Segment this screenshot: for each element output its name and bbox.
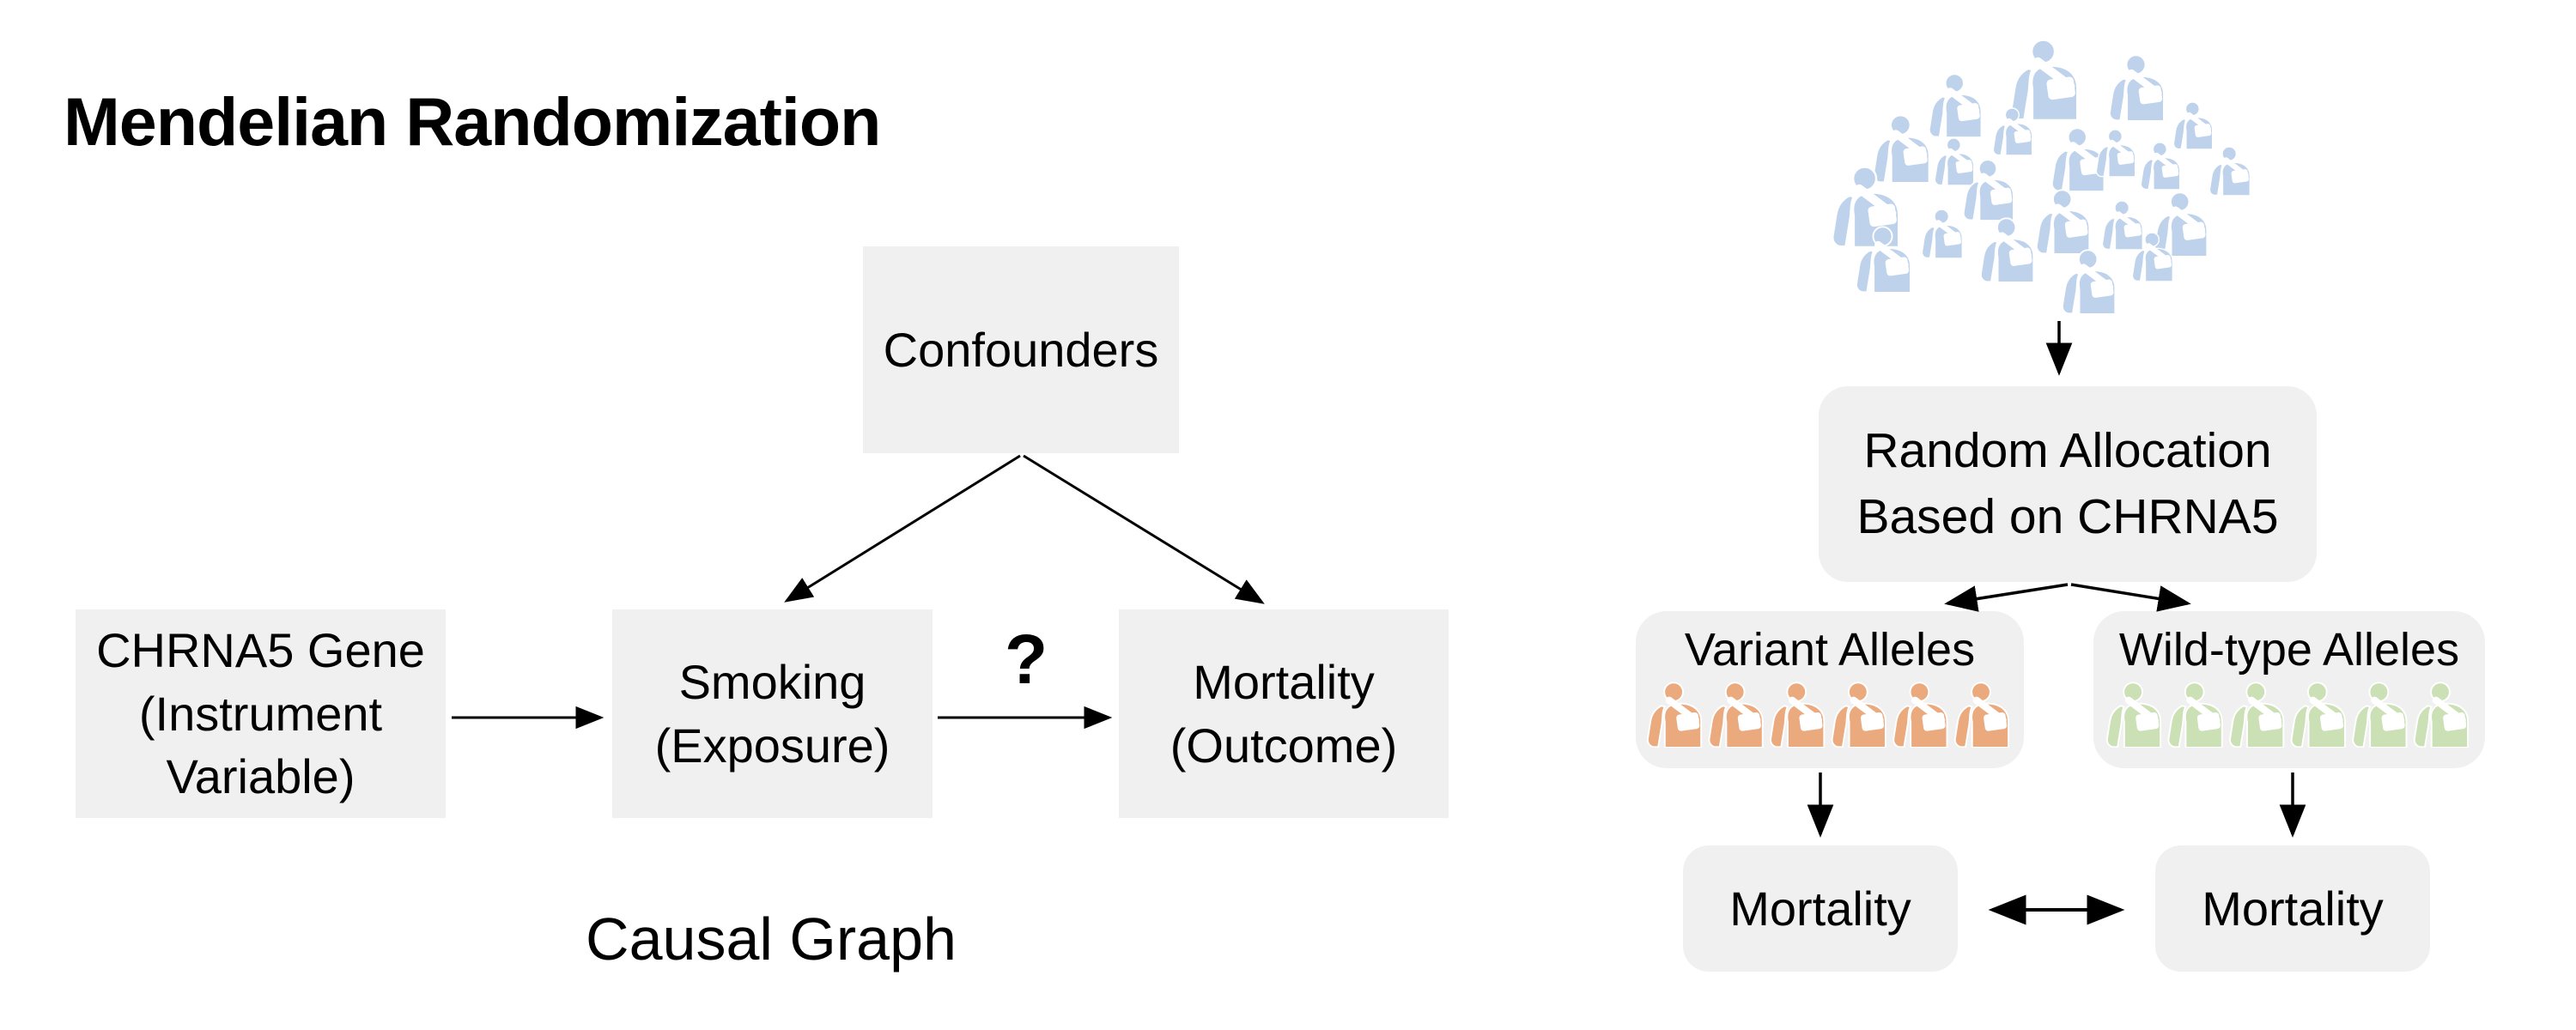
node-outcome-line1: Mortality [1193,654,1375,709]
person-icon [2096,130,2135,177]
person-icon [1771,682,1824,748]
person-icon [1935,138,1973,185]
person-icon [1832,167,1899,247]
person-icon [2063,250,2116,314]
person-icon [1874,115,1929,183]
node-exposure-line1: Smoking [678,654,866,709]
arrow-allocation-to-variant [1944,583,2069,612]
person-icon [2209,147,2250,196]
node-mortality-wildtype: Mortality [2155,845,2430,972]
population-crowd [1832,40,2250,314]
node-outcome: Mortality (Outcome) [1119,609,1449,818]
person-icon [2037,190,2090,254]
person-icon [1993,108,2032,155]
person-icon [2132,233,2172,282]
node-mortality-variant: Mortality [1683,845,1958,972]
person-icon [2154,192,2208,257]
mortality-variant-label: Mortality [1729,881,1911,936]
person-icon [2291,682,2344,748]
person-icon [1856,227,1911,293]
node-wildtype-alleles: Wild-type Alleles [2093,611,2485,768]
person-icon [2353,682,2406,748]
causal-graph-caption: Causal Graph [586,906,957,972]
page-title: Mendelian Randomization [64,83,881,160]
person-icon [2107,682,2160,748]
node-instrument-line3: Variable) [166,749,355,804]
person-icon [2415,682,2468,748]
person-icon [2052,128,2105,191]
person-icon [1832,682,1885,748]
node-instrument-variable: CHRNA5 Gene (Instrument Variable) [76,609,446,818]
person-icon [2110,55,2164,121]
node-confounders-label: Confounders [883,322,1159,377]
wildtype-alleles-label: Wild-type Alleles [2118,624,2460,676]
node-random-allocation-line1: Random Allocation [1863,423,2272,479]
person-icon [1964,160,2014,221]
person-icon [1922,209,1962,258]
node-instrument-line1: CHRNA5 Gene [96,622,425,677]
node-confounders: Confounders [863,246,1179,453]
node-exposure: Smoking (Exposure) [612,609,933,818]
person-icon [1648,682,1701,748]
node-exposure-line2: (Exposure) [654,718,890,772]
node-random-allocation: Random Allocation Based on CHRNA5 [1819,386,2317,582]
node-instrument-line2: (Instrument [138,686,383,741]
person-icon [2141,142,2179,190]
person-icon [2230,682,2283,748]
person-icon [2102,201,2142,250]
node-variant-alleles: Variant Alleles [1636,611,2024,768]
node-outcome-line2: (Outcome) [1170,718,1398,772]
variant-allele-people-icons [1646,682,2014,748]
node-random-allocation-line2: Based on CHRNA5 [1856,489,2279,544]
person-icon [2173,102,2212,149]
person-icon [1893,682,1947,748]
person-icon [2011,40,2077,120]
person-icon [1929,74,1982,137]
mortality-wildtype-label: Mortality [2202,881,2384,936]
wildtype-allele-people-icons [2105,682,2474,748]
causal-question-mark: ? [1004,621,1048,699]
person-icon [2168,682,2221,748]
person-icon [1955,682,2008,748]
arrow-confounders-to-exposure [784,454,1021,603]
arrow-confounders-to-outcome [1023,454,1265,604]
arrow-allocation-to-wildtype [2070,583,2191,612]
person-icon [1981,218,2034,282]
variant-alleles-label: Variant Alleles [1684,624,1976,676]
person-icon [1709,682,1762,748]
